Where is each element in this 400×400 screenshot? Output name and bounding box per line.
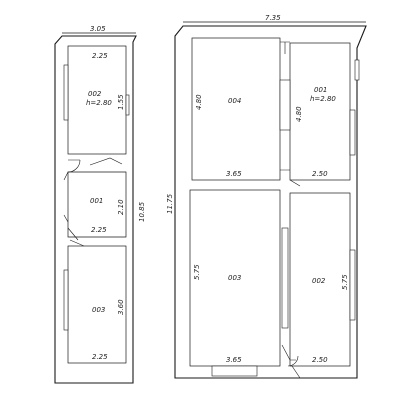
left-room-003-width: 2.25	[92, 353, 108, 361]
right-room-004-id: 004	[228, 97, 241, 105]
left-door-1	[67, 159, 81, 173]
left-room-001-id: 001	[90, 197, 103, 205]
right-room-001-id: 001	[314, 86, 327, 94]
left-overall-width: 3.05	[90, 25, 106, 33]
right-room-001-width: 2.50	[312, 170, 328, 178]
left-door-2	[89, 157, 123, 166]
left-room-003-length: 3.60	[117, 299, 125, 315]
left-room-002-id: 002	[88, 90, 102, 98]
right-overall-length: 11.75	[166, 193, 174, 214]
right-door-3	[281, 344, 299, 367]
right-room-004-width: 3.65	[226, 170, 242, 178]
left-window-2	[63, 269, 69, 331]
left-room-001-length: 2.10	[117, 199, 125, 215]
left-room-002-width: 2.25	[92, 52, 108, 60]
left-door-3	[67, 227, 85, 247]
right-room-003-id: 003	[228, 274, 241, 282]
right-room-001-height: h=2.80	[310, 95, 336, 103]
right-door-4	[291, 365, 301, 379]
right-room-002-length: 5.75	[341, 274, 349, 290]
right-partition-window-2	[281, 227, 289, 329]
left-overall-length: 10.85	[138, 201, 146, 222]
left-room-001-width: 2.25	[91, 226, 107, 234]
left-room-002-height: h=2.80	[86, 99, 112, 107]
right-window-top	[354, 59, 360, 81]
right-room-004-length-inner: 4.80	[295, 106, 303, 122]
right-window-right-2	[349, 249, 356, 321]
right-building	[174, 21, 367, 379]
right-window-right-1	[349, 109, 356, 156]
left-door-4	[63, 171, 69, 223]
left-outer-wall	[54, 35, 137, 384]
right-overall-width: 7.35	[265, 14, 281, 22]
left-window-3	[125, 94, 130, 116]
left-window-1	[63, 64, 69, 121]
right-room-004-outline	[191, 37, 281, 181]
left-building	[54, 32, 137, 384]
right-room-004-length: 4.80	[195, 94, 203, 110]
right-room-003-width: 3.65	[226, 356, 242, 364]
left-room-002-length: 1.55	[117, 94, 125, 110]
right-window-bottom	[211, 365, 258, 377]
left-room-003-id: 003	[92, 306, 105, 314]
right-partition-window-1	[279, 79, 291, 131]
right-door-1	[280, 41, 290, 54]
right-room-003-length: 5.75	[193, 264, 201, 280]
right-room-002-width: 2.50	[312, 356, 328, 364]
right-outer-wall	[174, 25, 367, 379]
left-room-001-outline	[67, 171, 127, 238]
right-door-2	[280, 169, 301, 187]
right-room-002-id: 002	[312, 277, 326, 285]
